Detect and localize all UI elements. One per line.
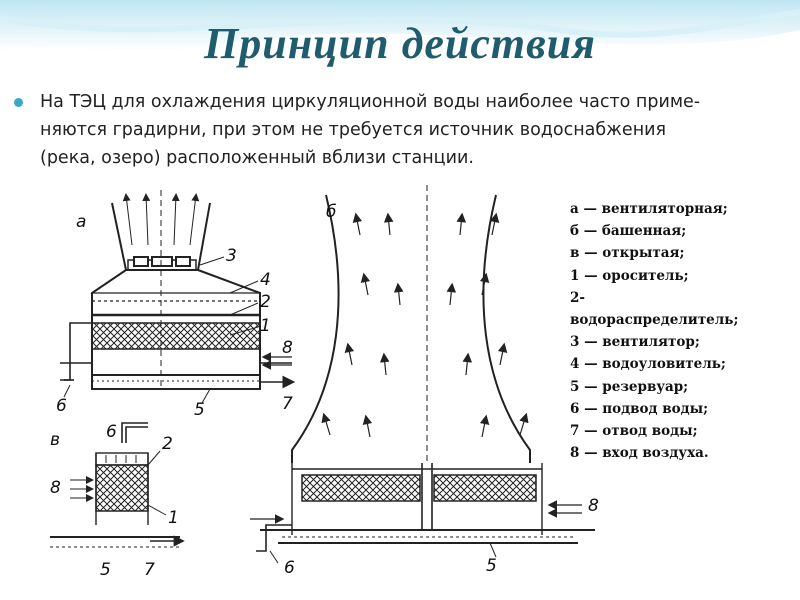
fan-tower-label: а xyxy=(76,212,86,232)
stack-tower-drawing xyxy=(250,185,595,564)
label-1: 1 xyxy=(260,316,271,336)
legend-item: 1 — ороситель; xyxy=(570,267,689,284)
open-tower-label: в xyxy=(50,430,60,450)
legend-item: б — башенная; xyxy=(570,223,687,240)
stack-tower-label: б xyxy=(326,202,336,222)
legend-item: 4 — водоуловитель; xyxy=(570,356,726,373)
label-2: 2 xyxy=(260,292,271,312)
legend-item: 3 — вентилятор; xyxy=(570,334,700,351)
open-label-7: 7 xyxy=(144,560,155,580)
paragraph-line: (река, озеро) расположенный вблизи станц… xyxy=(40,148,474,168)
open-label-1: 1 xyxy=(168,508,179,528)
stack-label-8: 8 xyxy=(588,496,599,516)
legend-item: а — вентиляторная; xyxy=(570,201,728,217)
header-wave-background xyxy=(0,0,800,51)
label-6: 6 xyxy=(56,396,67,416)
legend-item: 5 — резервуар; xyxy=(570,378,689,395)
open-label-6: 6 xyxy=(106,422,117,442)
paragraph-line: няются градирни, при этом не требуется и… xyxy=(40,120,667,140)
legend-item: 7 — отвод воды; xyxy=(570,423,698,440)
cooling-towers-diagram: а 3 4 2 1 8 5 6 7 в 6 2 8 1 5 7 xyxy=(50,185,599,580)
stack-label-5: 5 xyxy=(486,556,497,576)
label-8: 8 xyxy=(282,338,293,358)
legend-item: 8 — вход воздуха. xyxy=(570,445,709,462)
label-7: 7 xyxy=(282,394,293,414)
open-label-2: 2 xyxy=(162,434,173,454)
intro-paragraph: На ТЭЦ для охлаждения циркуляционной вод… xyxy=(40,88,780,172)
legend-list: а — вентиляторная; б — башенная; в — отк… xyxy=(570,198,792,464)
open-label-8: 8 xyxy=(50,478,61,498)
paragraph-line: На ТЭЦ для охлаждения циркуляционной вод… xyxy=(40,92,701,112)
label-4: 4 xyxy=(260,270,271,290)
open-label-5: 5 xyxy=(100,560,111,580)
open-tower-drawing xyxy=(50,422,185,548)
label-3: 3 xyxy=(226,246,237,266)
legend-item: 6 — подвод воды; xyxy=(570,400,709,417)
stack-label-6: 6 xyxy=(284,558,295,578)
bullet-icon xyxy=(14,98,23,107)
legend-item: 2- xyxy=(570,289,585,306)
legend-item: водораспределитель; xyxy=(570,312,739,329)
fan-tower-drawing xyxy=(60,190,296,404)
slide-title: Принцип действия xyxy=(204,19,596,68)
label-5: 5 xyxy=(194,400,205,420)
legend-item: в — открытая; xyxy=(570,245,685,262)
